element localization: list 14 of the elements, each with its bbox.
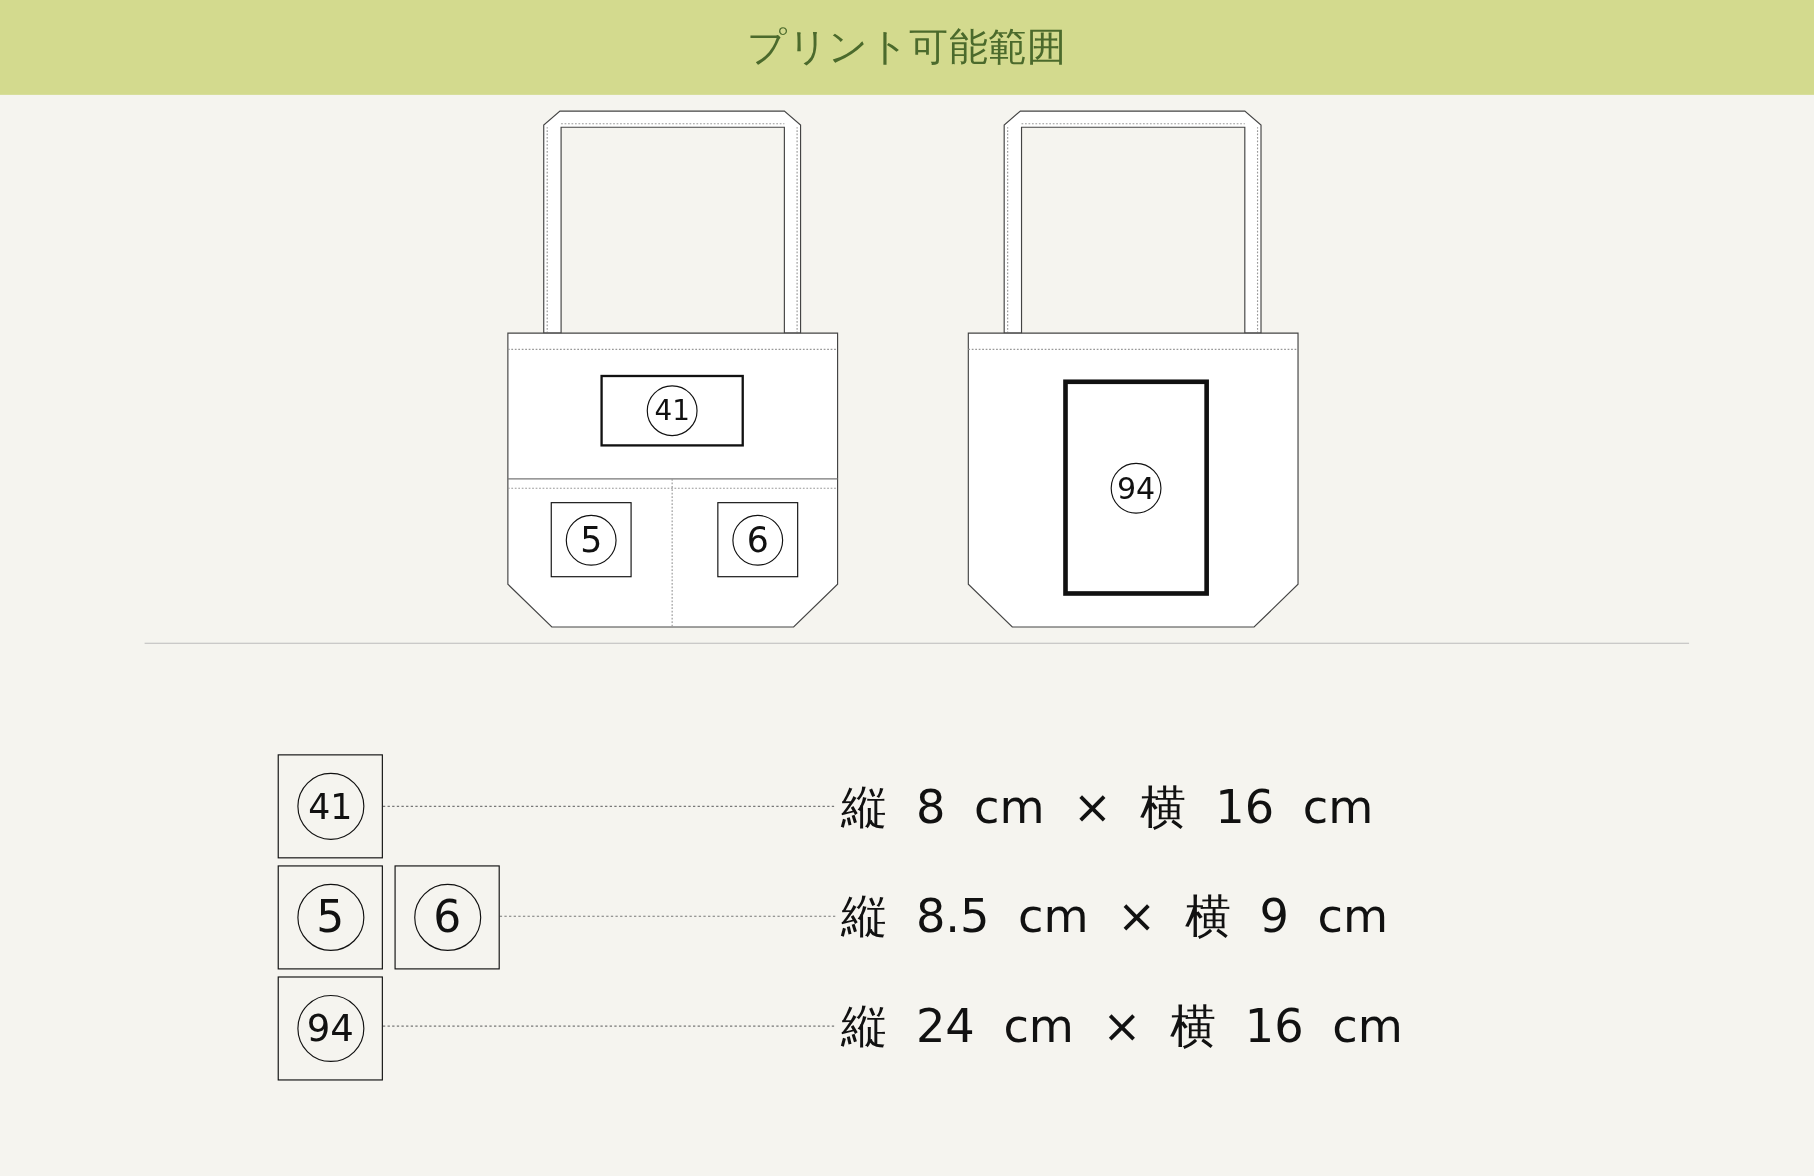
print-area-box — [600, 374, 744, 447]
print-area-box — [550, 502, 632, 578]
leader-line — [382, 805, 837, 807]
leader-line — [499, 915, 837, 917]
title: プリント可能範囲 — [747, 22, 1067, 72]
print-area-box — [1063, 379, 1209, 596]
callout-number: 94 — [1110, 462, 1162, 514]
callout-number: 5 — [296, 883, 364, 951]
print-area-box — [717, 502, 799, 578]
callout-number: 94 — [296, 994, 364, 1063]
dimension-text: 縦 8 cm × 横 16 cm — [841, 777, 1374, 836]
dimension-text: 縦 24 cm × 横 16 cm — [841, 997, 1403, 1056]
dimension-text: 縦 8.5 cm × 横 9 cm — [841, 887, 1388, 946]
leader-line — [382, 1025, 837, 1027]
